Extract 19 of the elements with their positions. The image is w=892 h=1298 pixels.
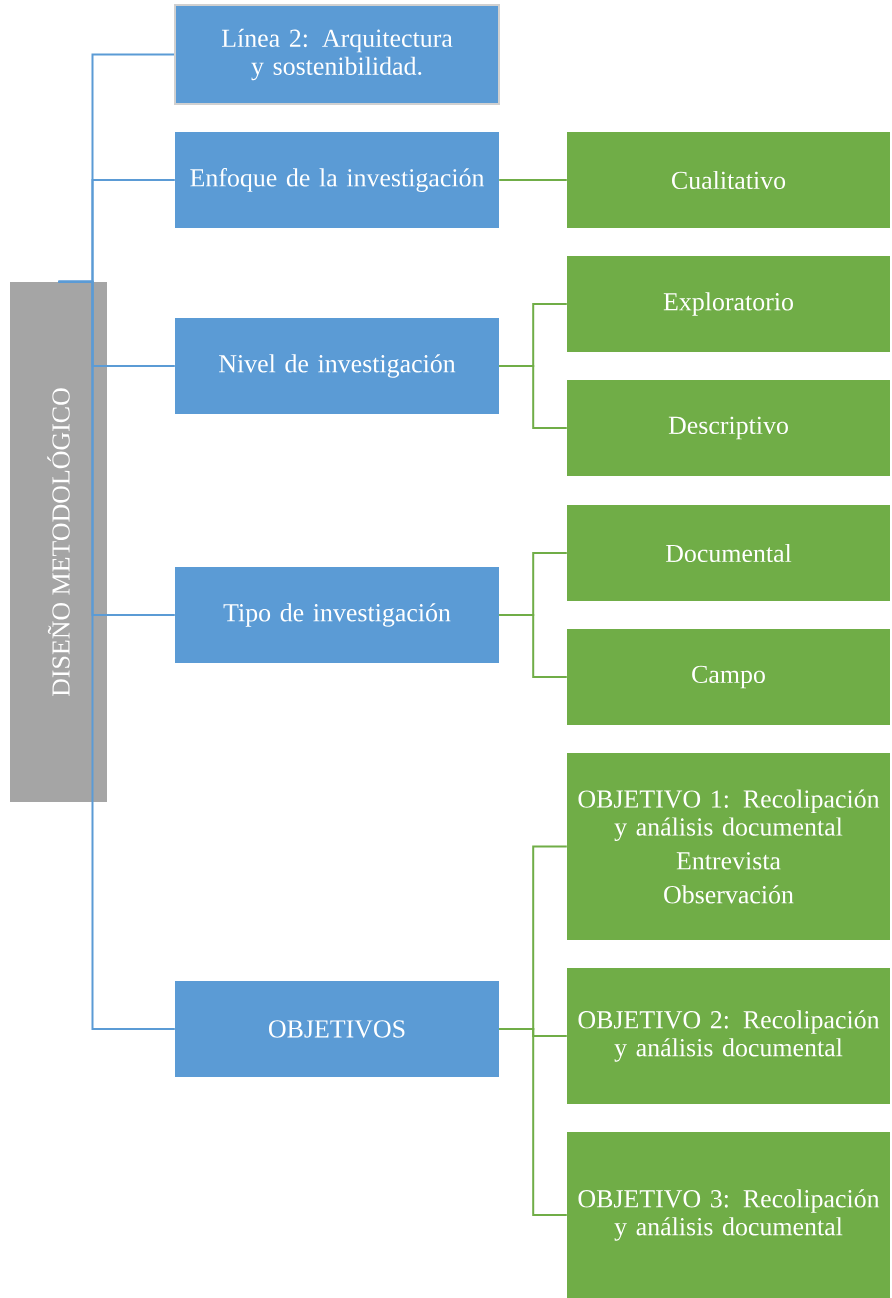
item-box: Documental <box>567 505 890 601</box>
connector-line <box>57 280 176 1030</box>
item-box: Campo <box>567 629 890 725</box>
item-box: Exploratorio <box>567 256 890 352</box>
connector-line <box>498 179 568 181</box>
item-box: OBJETIVO 2: Recolipación y análisis documental <box>567 968 890 1104</box>
connector-line <box>498 365 568 429</box>
title-band: DISEÑO METODOLÓGICO <box>10 282 107 802</box>
category-box: Nivel de investigación <box>175 318 499 414</box>
item-box: OBJETIVO 3: Recolipación y análisis documental <box>567 1132 890 1298</box>
item-box: Cualitativo <box>567 132 890 228</box>
category-box: Tipo de investigación <box>175 567 499 663</box>
category-box: OBJETIVOS <box>175 981 499 1077</box>
item-box: Descriptivo <box>567 380 890 476</box>
category-box: Enfoque de la investigación <box>175 132 499 228</box>
category-box: Línea 2: Arquitectura y sostenibilidad. <box>174 4 500 105</box>
item-box: OBJETIVO 1: Recolipación y análisis documental Entrevista Observación <box>567 753 890 940</box>
connector-line <box>498 614 568 678</box>
connector-line <box>498 1028 568 1216</box>
